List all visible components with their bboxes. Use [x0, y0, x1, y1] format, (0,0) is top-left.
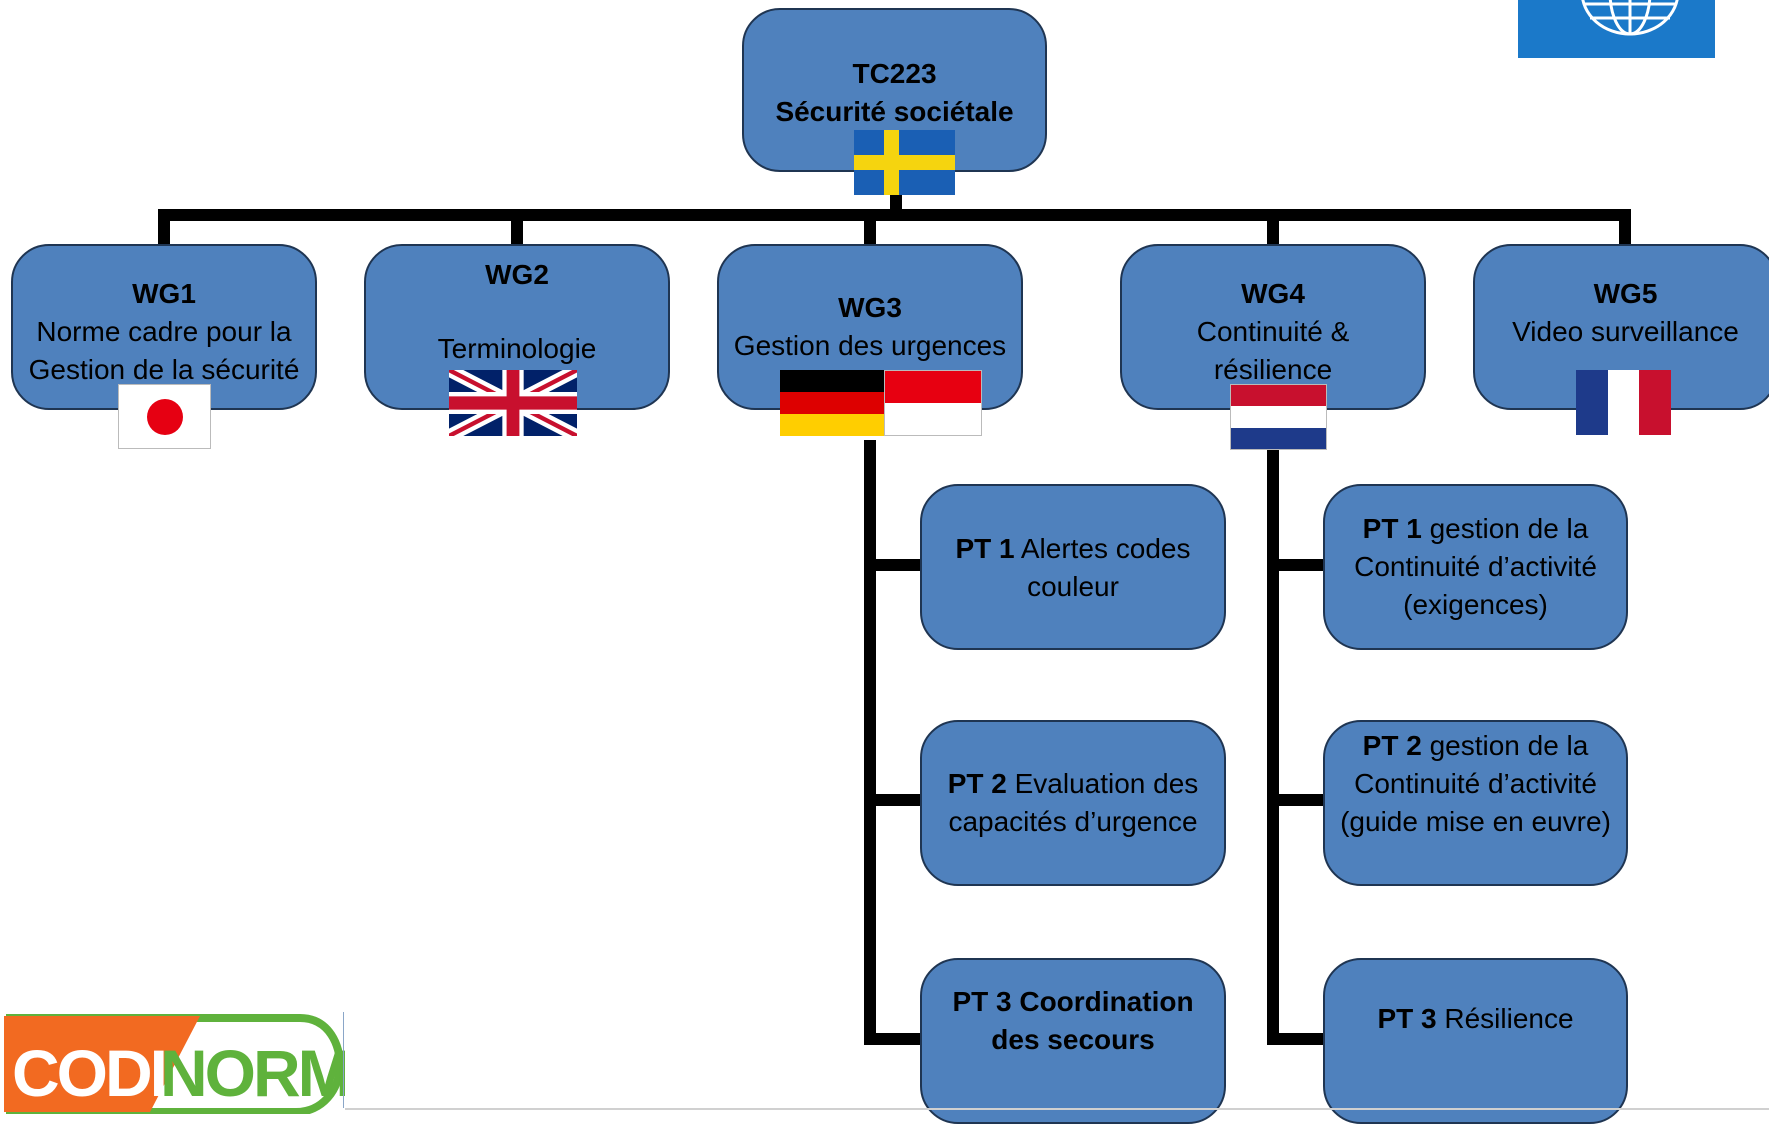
wg4-pt3-code: PT 3 [1377, 1003, 1437, 1034]
wg3-pt2-text-a: Evaluation des [1014, 768, 1199, 799]
wg2-code: WG2 [485, 259, 549, 290]
wg4-code: WG4 [1241, 278, 1305, 309]
root-trunk [890, 190, 902, 215]
wg4-line1: Continuité & [1196, 316, 1350, 347]
wg3-pt2-code: PT 2 [947, 768, 1007, 799]
wg4-pt1-node: PT 1 gestion de la Continuité d’activité… [1323, 484, 1628, 650]
wg4-pt1-code: PT 1 [1362, 513, 1422, 544]
wg4-branch-1 [1267, 559, 1325, 571]
wg2-line1: Terminologie [437, 333, 597, 364]
wg1-line1: Norme cadre pour la [36, 316, 292, 347]
wg4-branch-3 [1267, 1033, 1325, 1045]
wg4-pt2-node: PT 2 gestion de la Continuité d’activité… [1323, 720, 1628, 886]
wg2-drop [511, 209, 523, 245]
wg4-pt2-code: PT 2 [1362, 730, 1422, 761]
wg4-pt1-text-a: gestion de la [1429, 513, 1589, 544]
wg4-node: WG4 Continuité & résilience [1120, 244, 1426, 410]
wg3-pt3-code: PT 3 [952, 986, 1012, 1017]
wg3-code: WG3 [838, 292, 902, 323]
wg3-pt2-node: PT 2 Evaluation des capacités d’urgence [920, 720, 1226, 886]
bottom-rule [345, 1108, 1769, 1110]
root-code: TC223 [852, 58, 937, 89]
wg4-pt3-node: PT 3 Résilience [1323, 958, 1628, 1124]
wg3-pt3-text-b: des secours [991, 1024, 1155, 1055]
codinorm-logo: CODI NORM [0, 1012, 345, 1114]
wg1-line2: Gestion de la sécurité [28, 354, 300, 385]
wg3-branch-1 [864, 559, 922, 571]
france-flag [1576, 370, 1671, 435]
sweden-flag [854, 130, 955, 195]
japan-flag [118, 384, 211, 449]
wg3-pt2-text-b: capacités d’urgence [948, 806, 1198, 837]
wg4-pt3-text-a: Résilience [1444, 1003, 1574, 1034]
logo-divider [343, 1012, 344, 1108]
wg4-line2: résilience [1213, 354, 1333, 385]
wg3-pt1-code: PT 1 [955, 533, 1015, 564]
wg3-pt1-text-a: Alertes codes [1020, 533, 1191, 564]
root-node-tc223: TC223 Sécurité sociétale [742, 8, 1047, 172]
germany-flag [780, 370, 884, 436]
wg1-code: WG1 [132, 278, 196, 309]
wg5-line1: Video surveillance [1512, 316, 1739, 347]
wg4-pt2-text-a: gestion de la [1429, 730, 1589, 761]
wg4-pt1-text-b: Continuité d’activité [1354, 551, 1597, 582]
wg3-pt1-node: PT 1 Alertes codes couleur [920, 484, 1226, 650]
wg4-spine [1267, 445, 1279, 1045]
wg4-pt2-text-b: Continuité d’activité [1354, 768, 1597, 799]
indonesia-flag [884, 370, 982, 436]
wg4-drop [1267, 209, 1279, 245]
wg3-spine [864, 440, 876, 1045]
wg5-code: WG5 [1593, 278, 1658, 309]
wg1-node: WG1 Norme cadre pour la Gestion de la sé… [11, 244, 317, 410]
wg4-pt1-text-c: (exigences) [1403, 589, 1548, 620]
wg4-branch-2 [1267, 794, 1325, 806]
wg3-pt3-text-a: Coordination [1019, 986, 1194, 1017]
wg-bus [158, 209, 1631, 221]
root-title: Sécurité sociétale [775, 96, 1014, 127]
netherlands-flag [1230, 384, 1327, 450]
wg3-branch-3 [864, 1033, 922, 1045]
svg-text:CODI: CODI [12, 1036, 165, 1110]
wg4-pt2-text-c: (guide mise en euvre) [1340, 806, 1611, 837]
wg3-line1: Gestion des urgences [733, 330, 1007, 361]
wg3-branch-2 [864, 794, 922, 806]
wg3-pt3-node: PT 3 Coordination des secours [920, 958, 1226, 1124]
wg3-drop [864, 209, 876, 245]
uk-flag [449, 370, 577, 436]
wg3-node: WG3 Gestion des urgences [717, 244, 1023, 410]
wg1-drop [158, 209, 170, 245]
svg-text:NORM: NORM [160, 1036, 345, 1110]
wg5-drop [1619, 209, 1631, 245]
iso-globe-logo [1518, 0, 1715, 58]
wg3-pt1-text-b: couleur [1027, 571, 1119, 602]
